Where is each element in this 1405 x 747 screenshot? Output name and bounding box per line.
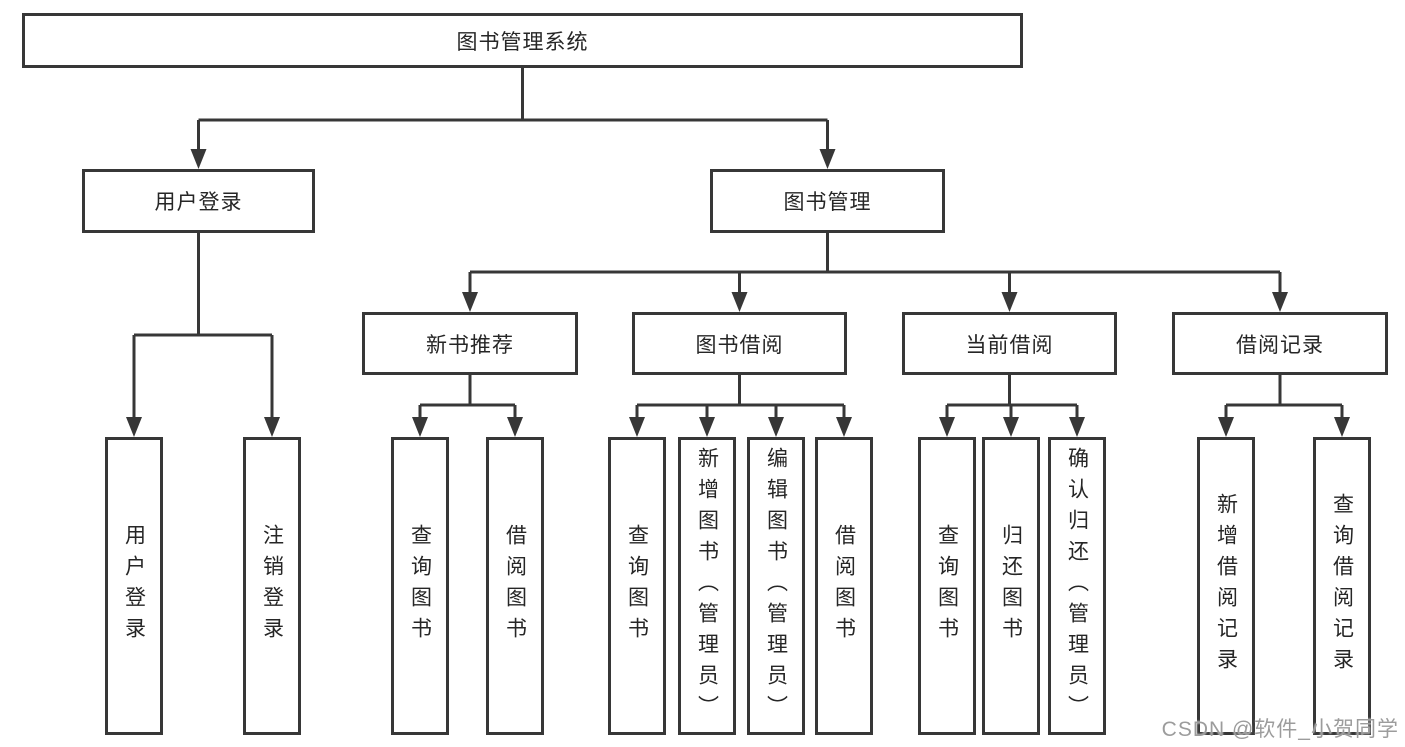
node-label: 图书借阅 [695, 333, 784, 357]
leaf-query-books-recommend: 查询图书 [391, 437, 449, 735]
leaf-label: 编辑图书（管理员） [764, 446, 788, 726]
leaf-add-books-admin: 新增图书（管理员） [678, 437, 736, 735]
node-label: 图书管理系统 [456, 30, 589, 54]
node-current-borrowing: 当前借阅 [902, 312, 1117, 375]
leaf-label: 查询图书 [935, 524, 959, 648]
node-borrowing-records: 借阅记录 [1172, 312, 1388, 375]
node-library-management-system: 图书管理系统 [22, 13, 1023, 68]
leaf-label: 用户登录 [122, 524, 146, 648]
node-book-borrowing: 图书借阅 [632, 312, 847, 375]
leaf-borrow-books-recommend: 借阅图书 [486, 437, 544, 735]
csdn-watermark: CSDN @软件_小贺同学 [1161, 718, 1399, 741]
leaf-query-borrow-record: 查询借阅记录 [1313, 437, 1371, 735]
node-new-book-recommendation: 新书推荐 [362, 312, 578, 375]
leaf-label: 新增借阅记录 [1214, 493, 1238, 679]
node-user-login: 用户登录 [82, 169, 315, 233]
leaf-user-login: 用户登录 [105, 437, 163, 735]
leaf-label: 新增图书（管理员） [695, 446, 719, 726]
leaf-return-books: 归还图书 [982, 437, 1040, 735]
arrowheads [126, 149, 1350, 437]
node-book-management: 图书管理 [710, 169, 945, 233]
leaf-query-books-current: 查询图书 [918, 437, 976, 735]
leaf-label: 查询图书 [625, 524, 649, 648]
node-label: 用户登录 [154, 191, 243, 214]
leaf-label: 借阅图书 [832, 524, 856, 648]
node-label: 当前借阅 [965, 333, 1054, 357]
leaf-query-books-borrowing: 查询图书 [608, 437, 666, 735]
node-label: 借阅记录 [1236, 333, 1324, 357]
leaf-label: 注销登录 [260, 524, 284, 648]
node-label: 图书管理 [783, 191, 872, 214]
leaf-confirm-return-admin: 确认归还（管理员） [1048, 437, 1106, 735]
leaf-label: 查询图书 [408, 524, 432, 648]
leaf-label: 归还图书 [999, 524, 1023, 648]
leaf-edit-books-admin: 编辑图书（管理员） [747, 437, 805, 735]
leaf-label: 查询借阅记录 [1330, 493, 1354, 679]
leaf-logout: 注销登录 [243, 437, 301, 735]
node-label: 新书推荐 [426, 333, 514, 357]
leaf-label: 确认归还（管理员） [1065, 446, 1089, 726]
leaf-borrow-books-borrowing: 借阅图书 [815, 437, 873, 735]
leaf-label: 借阅图书 [503, 524, 527, 648]
leaf-add-borrow-record: 新增借阅记录 [1197, 437, 1255, 735]
